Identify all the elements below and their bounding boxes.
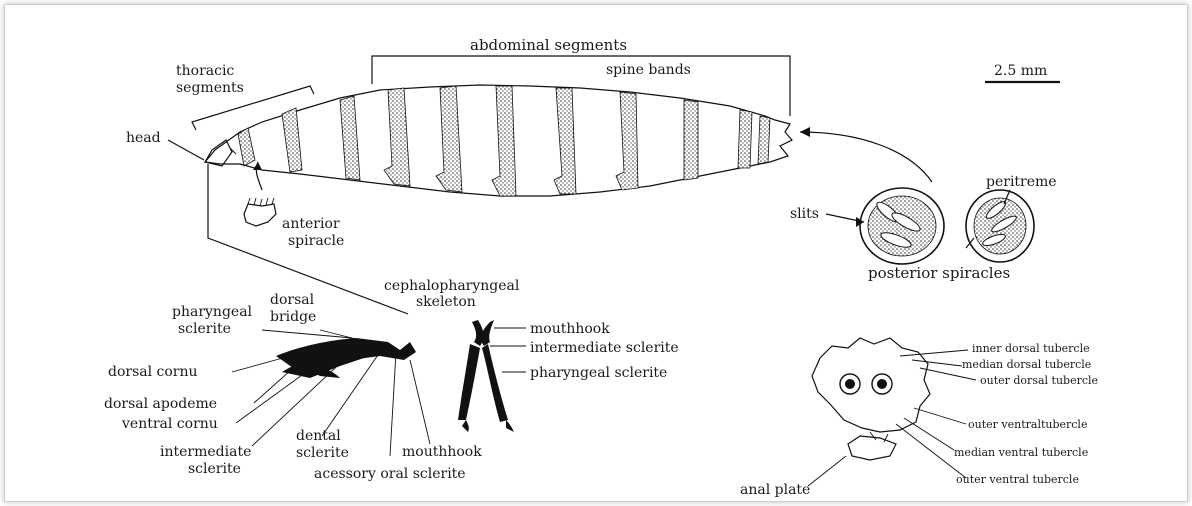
label-mouthhook-left: mouthhook [402, 444, 482, 460]
spine-band [384, 88, 410, 186]
spine-band [436, 86, 462, 192]
label-scale: 2.5 mm [994, 63, 1047, 79]
label-spine-bands: spine bands [606, 62, 691, 78]
spine-band [492, 86, 516, 196]
posterior-end-drawing [812, 338, 930, 460]
label-outer-ventral-tubercle-1: outer ventraltubercle [968, 418, 1087, 431]
anterior-spiracle-drawing [244, 162, 276, 226]
label-slits: slits [790, 206, 819, 222]
label-dental-2: sclerite [296, 445, 349, 461]
label-pharyngeal-1: pharyngeal [172, 304, 253, 320]
label-dorsal-bridge-2: bridge [270, 309, 316, 325]
spine-band [738, 110, 752, 168]
spine-band [616, 92, 638, 190]
label-outer-ventral-tubercle-2: outer ventral tubercle [956, 473, 1079, 486]
label-intermediate-1: intermediate [160, 444, 251, 460]
spine-band [282, 108, 302, 172]
label-dental-1: dental [296, 428, 341, 444]
label-posterior-spiracles: posterior spiracles [868, 264, 1010, 282]
label-dorsal-bridge-1: dorsal [270, 292, 315, 308]
label-cephalo-2: skeleton [416, 294, 476, 310]
label-cephalo-1: cephalopharyngeal [384, 278, 520, 294]
label-pharyngeal-right: pharyngeal sclerite [530, 365, 667, 381]
label-head: head [126, 130, 161, 146]
label-anterior-1: anterior [282, 216, 340, 232]
posterior-spiracles-drawing [800, 127, 1034, 264]
label-anterior-2: spiracle [288, 233, 344, 249]
spine-band [684, 100, 698, 180]
label-median-ventral-tubercle: median ventral tubercle [954, 446, 1088, 459]
label-accessory-oral-sclerite: acessory oral sclerite [314, 466, 466, 482]
label-peritreme: peritreme [986, 174, 1057, 190]
abdominal-bracket [372, 56, 790, 116]
label-intermediate-right: intermediate sclerite [530, 340, 679, 356]
label-median-dorsal-tubercle: median dorsal tubercle [962, 358, 1091, 371]
larva-body [205, 85, 792, 196]
label-inner-dorsal-tubercle: inner dorsal tubercle [972, 342, 1090, 355]
label-dorsal-apodeme: dorsal apodeme [104, 396, 217, 412]
spine-band [340, 96, 360, 180]
spine-band [758, 116, 770, 164]
frontal-skeleton-drawing [458, 320, 514, 432]
spine-band [554, 88, 576, 194]
label-thoracic-2: segments [176, 80, 244, 96]
label-dorsal-cornu: dorsal cornu [108, 364, 198, 380]
label-abdominal-segments: abdominal segments [470, 36, 627, 54]
label-intermediate-2: sclerite [188, 461, 241, 477]
label-pharyngeal-2: sclerite [178, 321, 231, 337]
label-thoracic-1: thoracic [176, 63, 234, 79]
label-anal-plate: anal plate [740, 482, 810, 498]
label-ventral-cornu: ventral cornu [121, 416, 218, 432]
spine-band [238, 128, 255, 166]
label-outer-dorsal-tubercle: outer dorsal tubercle [980, 374, 1098, 387]
label-mouthhook-right: mouthhook [530, 321, 610, 337]
